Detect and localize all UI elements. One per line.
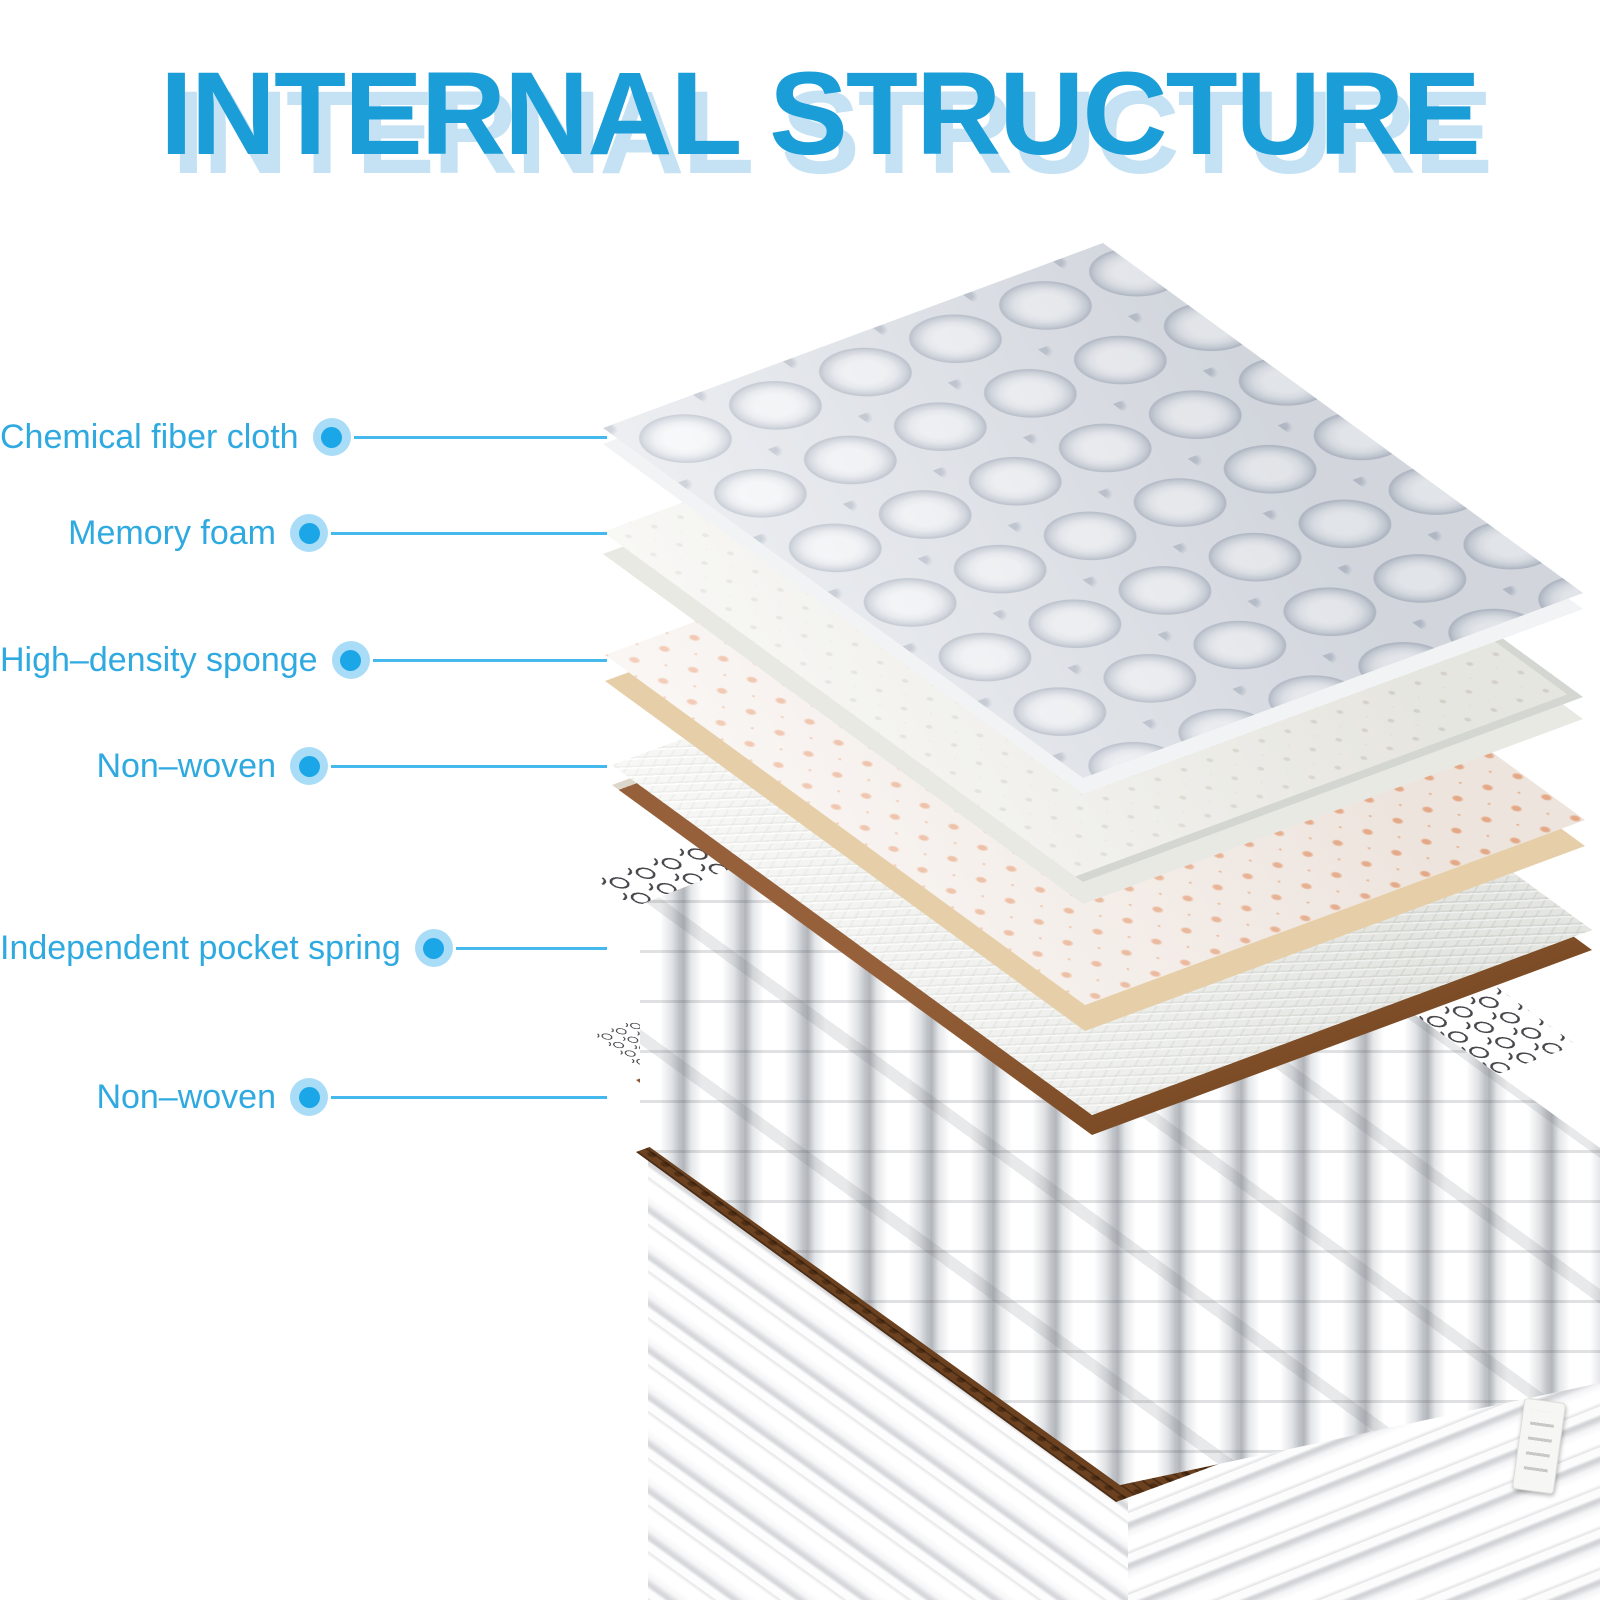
bullet-icon [312,418,351,456]
callout-label: Chemical fiber cloth [0,417,299,456]
leader-line [372,658,607,662]
leader-line [331,1095,607,1099]
bullet-icon [290,514,328,552]
callout-label: Non–woven [96,1077,276,1116]
callout-high-density-sponge: High–density sponge [0,636,607,684]
bullet-icon [414,929,453,967]
callout-non-woven-bottom: Non–woven [0,1073,607,1121]
callout-label: Independent pocket spring [0,928,401,967]
callout-label: High–density sponge [0,640,318,679]
callout-memory-foam: Memory foam [0,509,607,557]
callout-label: Memory foam [68,513,276,552]
leader-line [331,531,607,535]
callout-independent-pocket-spring: Independent pocket spring [0,924,607,972]
bullet-icon [331,641,370,679]
bullet-icon [290,747,328,785]
bullet-icon [290,1078,328,1116]
leader-line [455,946,607,950]
page-title: INTERNAL STRUCTURE [160,48,1481,180]
leader-line [353,435,607,439]
callout-non-woven-top: Non–woven [0,742,607,790]
callout-label: Non–woven [96,746,276,785]
leader-line [331,764,607,768]
callout-chemical-fiber-cloth: Chemical fiber cloth [0,413,607,461]
